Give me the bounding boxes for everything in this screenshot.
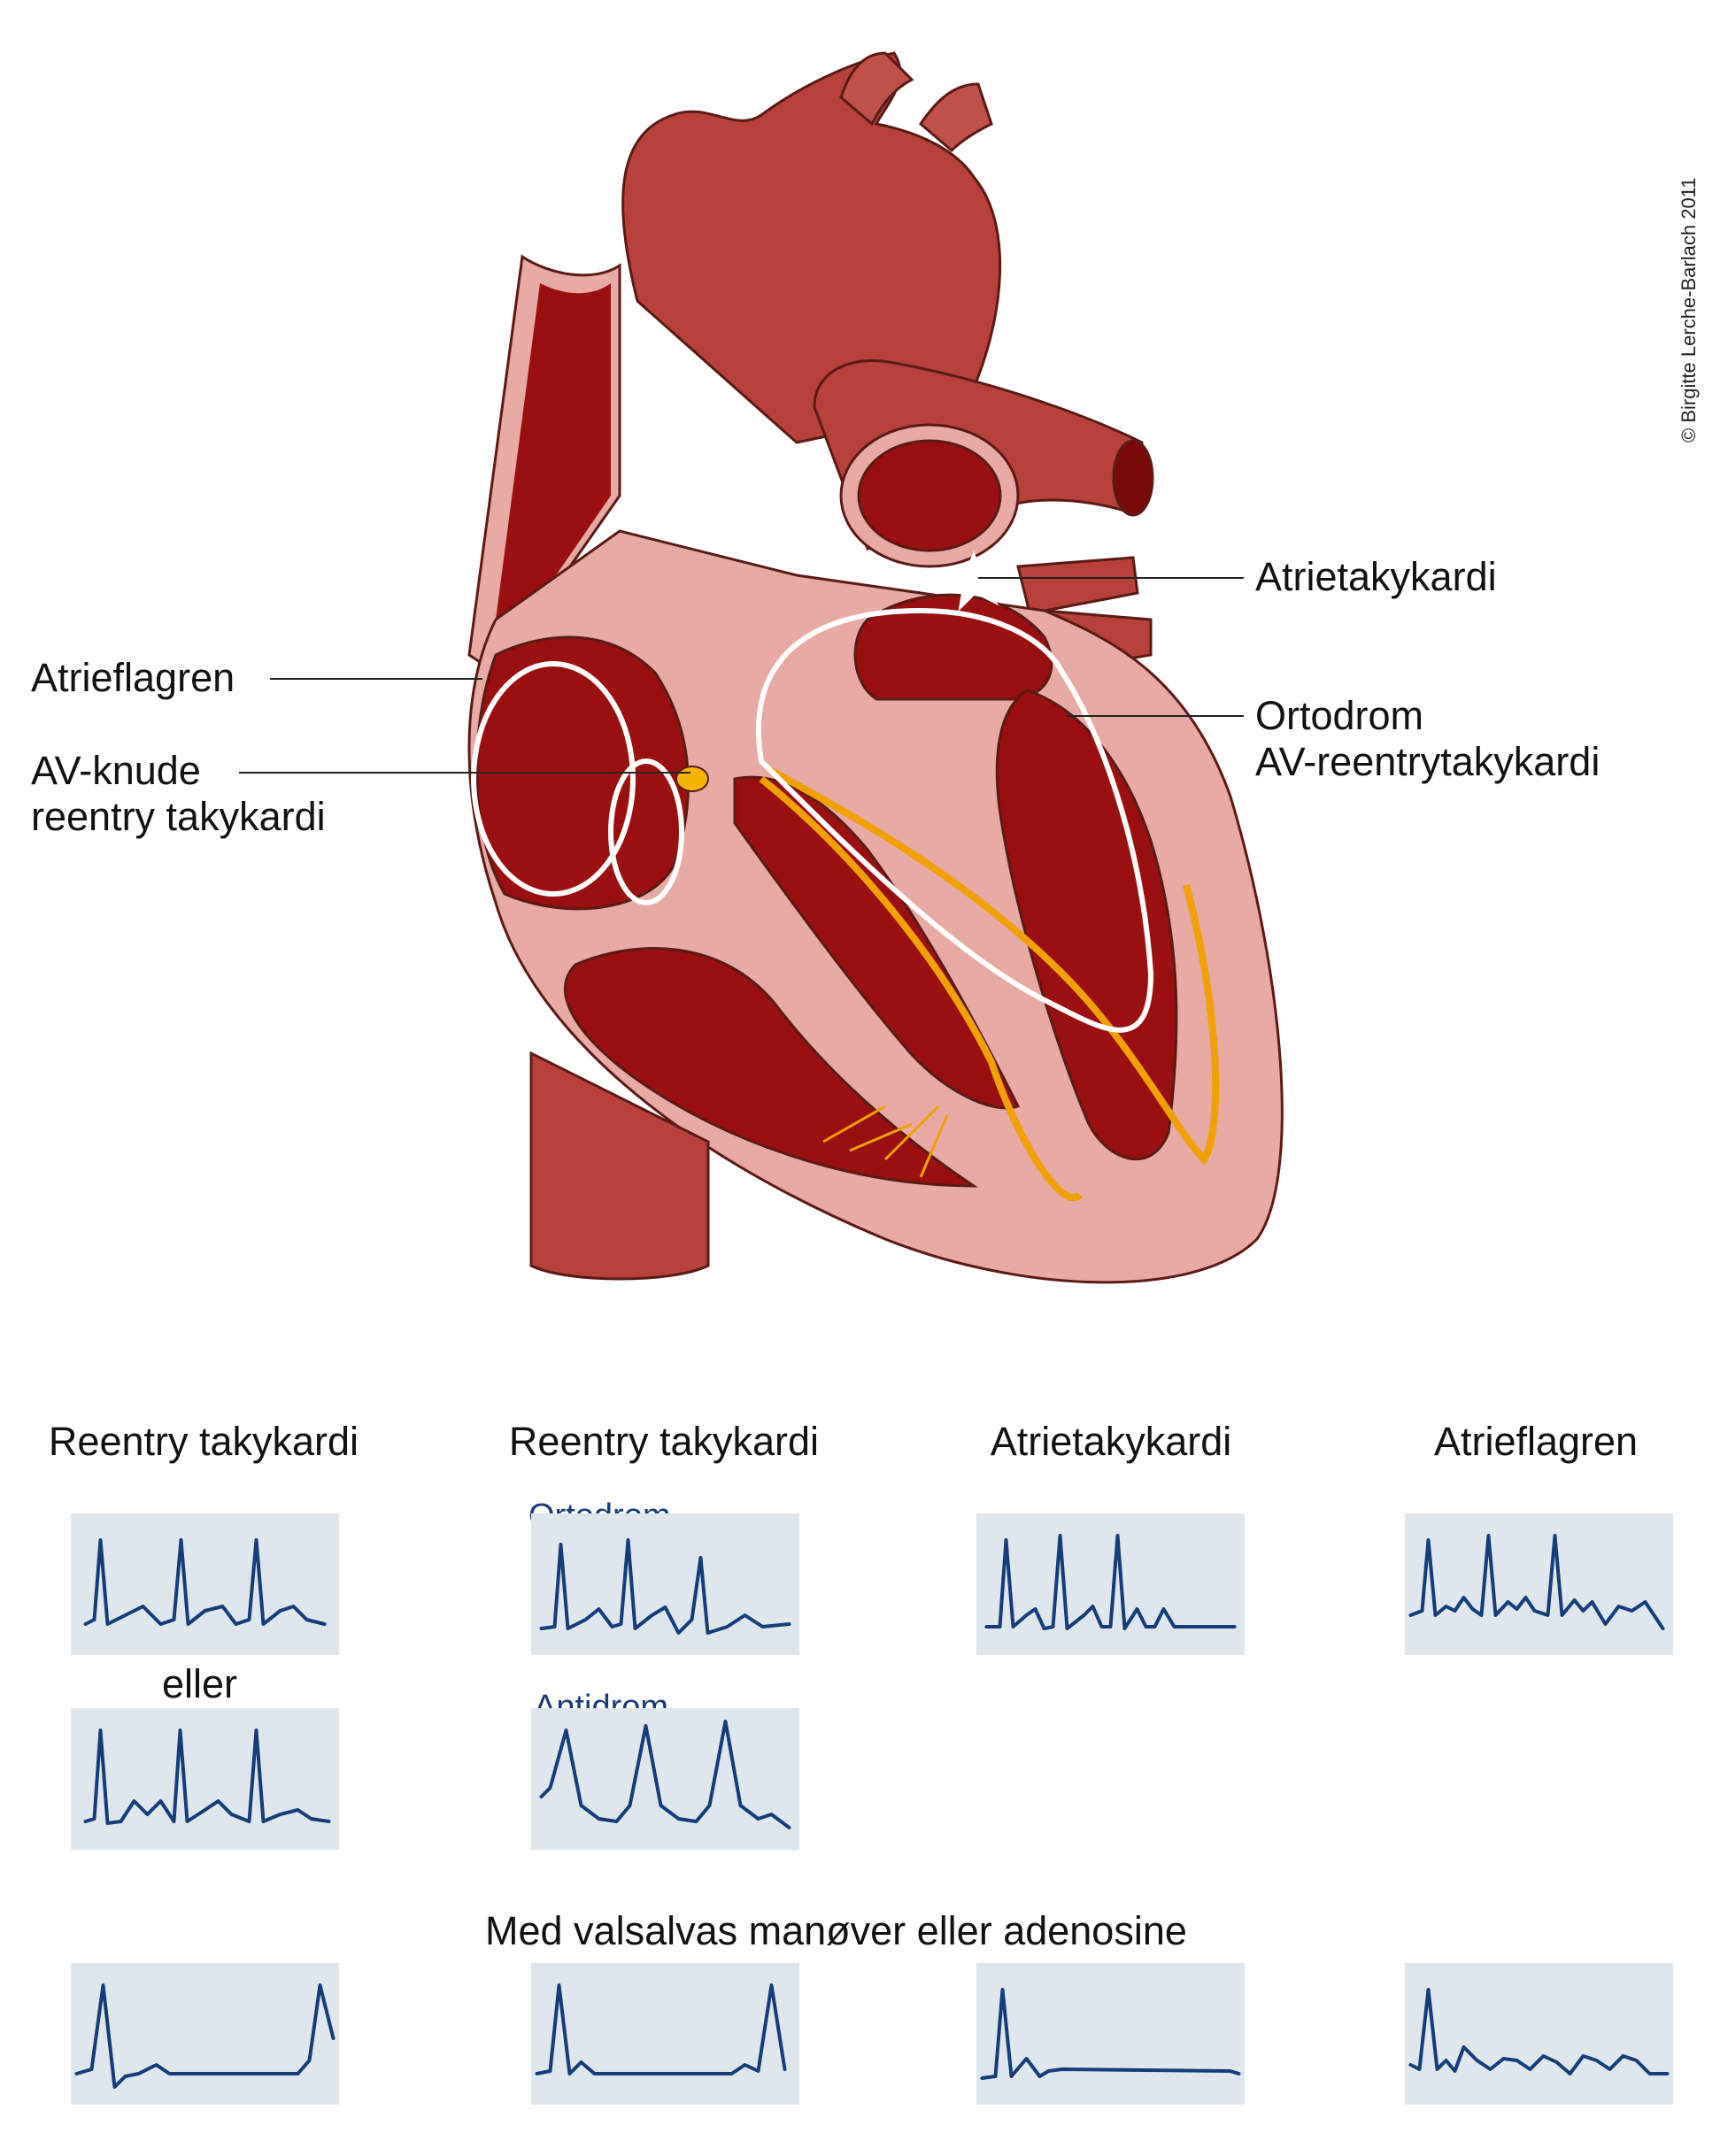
label-atrial-flutter: Atrieflagren [31,655,235,700]
ecg-atrial-tachy-adenosine [976,1963,1245,2105]
pulmonary-opening [1112,439,1154,517]
conduction-bundle-left [759,775,1083,1201]
left-atrium [853,593,1053,701]
av-node [675,766,709,792]
inferior-vena-cava [529,1051,710,1281]
atrial-flutter-circuit [471,661,636,897]
column-title-3: Atrietakykardi [990,1419,1232,1464]
ecg-reentry-row1 [71,1513,339,1655]
caption-vagal-maneuver: Med valsalvas manøver eller adenosine [485,1908,1187,1953]
ecg-atrial-flutter [1405,1513,1673,1655]
heart-illustration [467,51,1284,1284]
ecg-orthodromic [531,1513,799,1655]
orthodromic-circuit [755,607,1154,1033]
ecg-antidromic [531,1708,799,1850]
ecg-atrial-flutter-adenosine [1405,1963,1673,2105]
label-or: eller [162,1661,238,1706]
aorta-branch-1 [839,51,914,127]
column-title-4: Atrieflagren [1433,1419,1639,1464]
left-ventricle [995,689,1178,1160]
septum-chamber [733,775,1021,1110]
purkinje-fibers [822,1105,949,1178]
leader-atrial-tachy [978,577,1244,579]
label-atrial-tachy: Atrietakykardi [1255,554,1497,599]
av-node-reentry-circuit [608,758,684,905]
ecg-reentry-adenosine [71,1963,339,2105]
label-orthodromic-line2: AV-reentrytakykardi [1255,739,1600,784]
aorta [621,51,1002,444]
atrial-tachy-star [940,551,1006,612]
leader-orthodromic [1067,715,1244,717]
label-orthodromic-line1: Ortodrom [1255,693,1424,738]
right-ventricle [564,947,978,1188]
column-title-1: Reentry takykardi [48,1419,359,1464]
label-av-node-line2: reentry takykardi [31,794,326,839]
conduction-bundle-right [768,766,1220,1166]
ecg-orthodromic-adenosine [531,1963,799,2105]
label-av-node-line1: AV-knude [31,748,201,793]
ecg-atrial-tachy [976,1513,1245,1655]
leader-av-node [239,772,690,774]
aorta-branch-2 [919,82,993,153]
column-title-2: Reentry takykardi [508,1419,820,1464]
ecg-reentry-row2 [71,1708,339,1850]
leader-atrial-flutter [270,678,482,680]
